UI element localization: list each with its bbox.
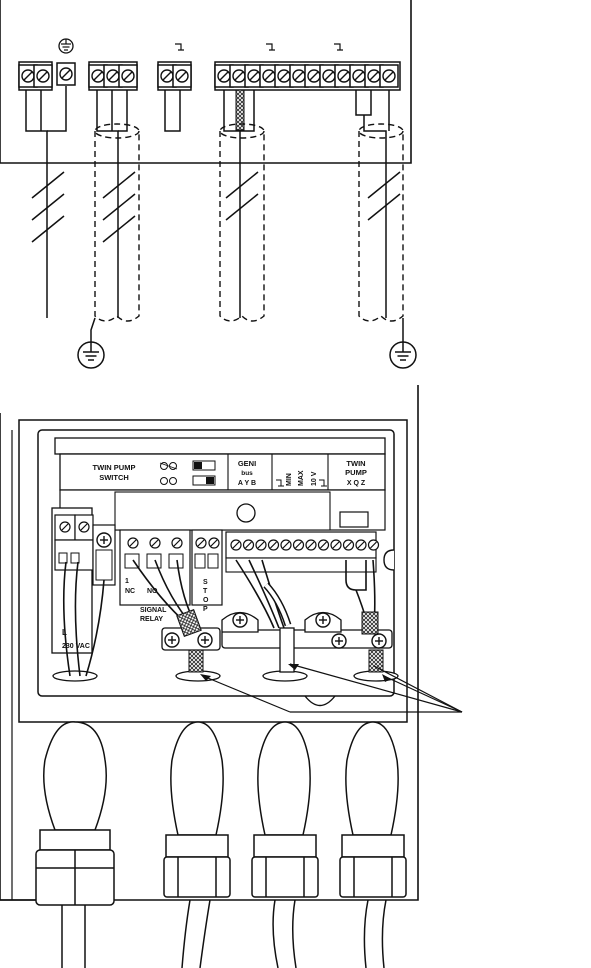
geni-label-1: GENI: [238, 459, 256, 468]
relay-nc-label: NC: [125, 588, 135, 595]
schematic-wires: [25, 86, 401, 318]
twin-pump-terms: X Q Z: [347, 480, 366, 487]
pcb-led: [236, 503, 256, 523]
cable-entries: [52, 670, 399, 682]
cable-gland-4: [339, 721, 407, 968]
geni-label-2: bus: [241, 470, 253, 477]
max-label: MAX: [298, 470, 305, 486]
schematic-screened-cables: [94, 123, 404, 322]
enclosure-inner-frame: [18, 419, 408, 723]
strip-screw: [255, 539, 267, 551]
geni-terms: A Y B: [238, 480, 256, 487]
relay-nc-num: 1: [125, 578, 129, 585]
strip-screw: [317, 539, 330, 551]
mains-terminal-block: L 230 VAC: [51, 507, 94, 654]
cable-gland-2: [163, 721, 231, 968]
twin-pump-label-2: PUMP: [345, 468, 367, 477]
twin-pump-label-1: TWIN: [346, 459, 365, 468]
ten-v-label: 10 V: [311, 471, 318, 486]
ground-icon-right: [389, 341, 417, 369]
strip-screw: [367, 539, 380, 551]
mains-vac-label: 230 VAC: [62, 643, 90, 650]
strip-screw: [355, 539, 367, 551]
strip-screw: [342, 539, 355, 551]
pointer-arrows: [202, 663, 463, 713]
signal-terminal-strip: [225, 531, 380, 573]
relay-no-label: NO: [147, 588, 158, 595]
strip-screw: [230, 539, 242, 551]
signal-relay-label-1: SIGNAL: [140, 607, 167, 614]
twin-pump-switch-label-1: TWIN PUMP: [93, 463, 136, 472]
dip-switch[interactable]: [159, 460, 216, 486]
min-label: MIN: [286, 473, 293, 486]
pictorial-bottom: TWIN PUMP SWITCH GENI bus A Y B MIN MAX …: [0, 385, 463, 968]
terminal-group-mains: [18, 61, 53, 91]
strip-screw: [242, 539, 255, 551]
strip-screw: [280, 539, 292, 551]
stop-p: P: [203, 606, 208, 613]
label-panel: [59, 453, 386, 491]
strip-screw: [305, 539, 317, 551]
twin-pump-switch-label-2: SWITCH: [99, 473, 129, 482]
enclosure-outline: [0, 385, 419, 901]
terminal-earth: [56, 38, 76, 86]
earth-screw: [96, 532, 112, 548]
signal-relay-label-2: RELAY: [140, 616, 163, 623]
stop-o: O: [203, 597, 209, 604]
geni-screen-braid: [235, 89, 245, 131]
stop-terminal-block: S T O P: [191, 529, 223, 613]
cable-gland-1: [35, 721, 115, 968]
cable-gland-3: [251, 721, 319, 968]
stop-t: T: [203, 588, 208, 595]
internal-wires: [62, 559, 376, 677]
schematic-top: [0, 0, 417, 369]
ground-icon-left: [77, 341, 105, 369]
schematic-enclosure: [0, 0, 412, 164]
strip-screw: [267, 539, 280, 551]
strip-screw: [330, 539, 342, 551]
terminal-group-stop: [157, 43, 192, 91]
strip-screw: [292, 539, 305, 551]
terminal-group-relay: [88, 61, 138, 91]
stop-s: S: [203, 579, 208, 586]
terminal-strip-signal: [214, 43, 401, 116]
cable-clamp-right: [221, 611, 393, 649]
